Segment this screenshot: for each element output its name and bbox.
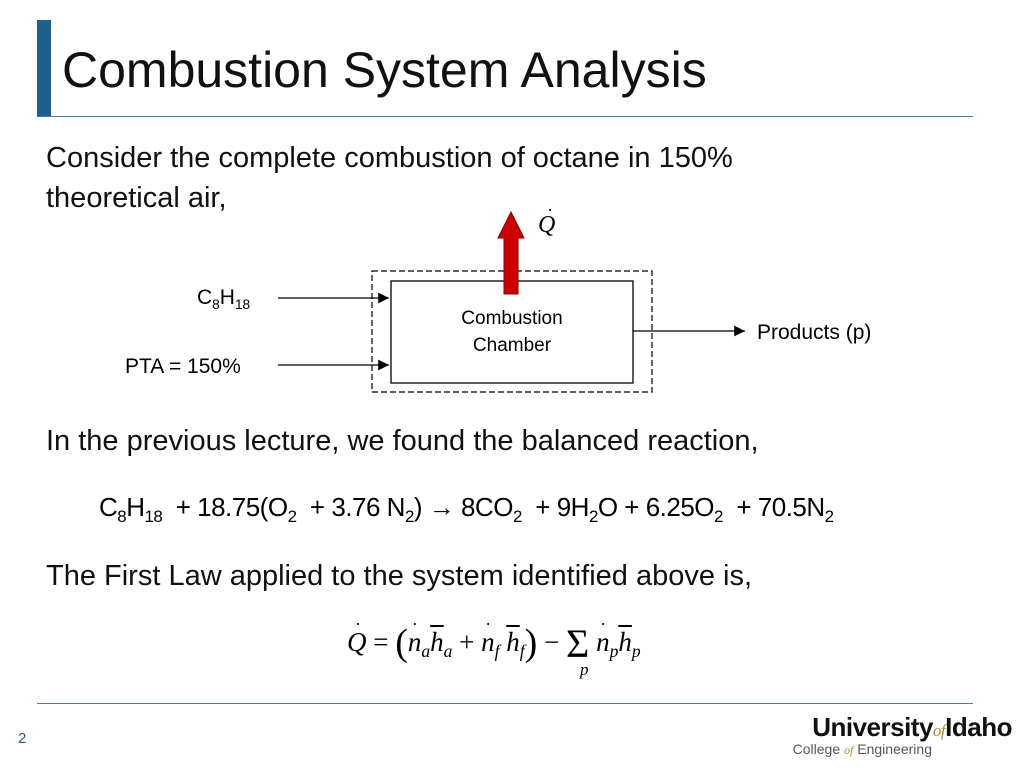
chamber-label-line-2: Chamber xyxy=(472,335,552,356)
intro-line-2: theoretical air, xyxy=(46,182,227,214)
balanced-reaction-equation: C8H18 + 18.75(O2 + 3.76 N2) → 8CO2 + 9H2… xyxy=(99,492,834,526)
university-logo: UniversityofIdaho xyxy=(812,712,1012,742)
pta-label: PTA = 150% xyxy=(125,355,241,378)
combustion-chamber-box xyxy=(390,280,634,384)
page-number: 2 xyxy=(18,730,27,747)
combustion-diagram xyxy=(278,210,745,393)
footer-divider xyxy=(37,703,973,704)
fuel-label: C8H18 xyxy=(197,286,251,312)
products-label: Products (p) xyxy=(757,321,872,344)
heat-output-arrow xyxy=(497,210,525,295)
chamber-label-line-1: Combustion xyxy=(461,308,563,329)
title-divider xyxy=(37,116,973,117)
slide-title: Combustion System Analysis xyxy=(62,42,707,98)
heat-rate-symbol: · Q xyxy=(538,200,556,238)
previous-lecture-text: In the previous lecture, we found the ba… xyxy=(46,425,759,457)
first-law-text: The First Law applied to the system iden… xyxy=(46,560,753,592)
college-logo-text: College of Engineering xyxy=(792,741,932,757)
title-accent-bar xyxy=(37,20,51,117)
intro-line-1: Consider the complete combustion of octa… xyxy=(46,142,733,174)
